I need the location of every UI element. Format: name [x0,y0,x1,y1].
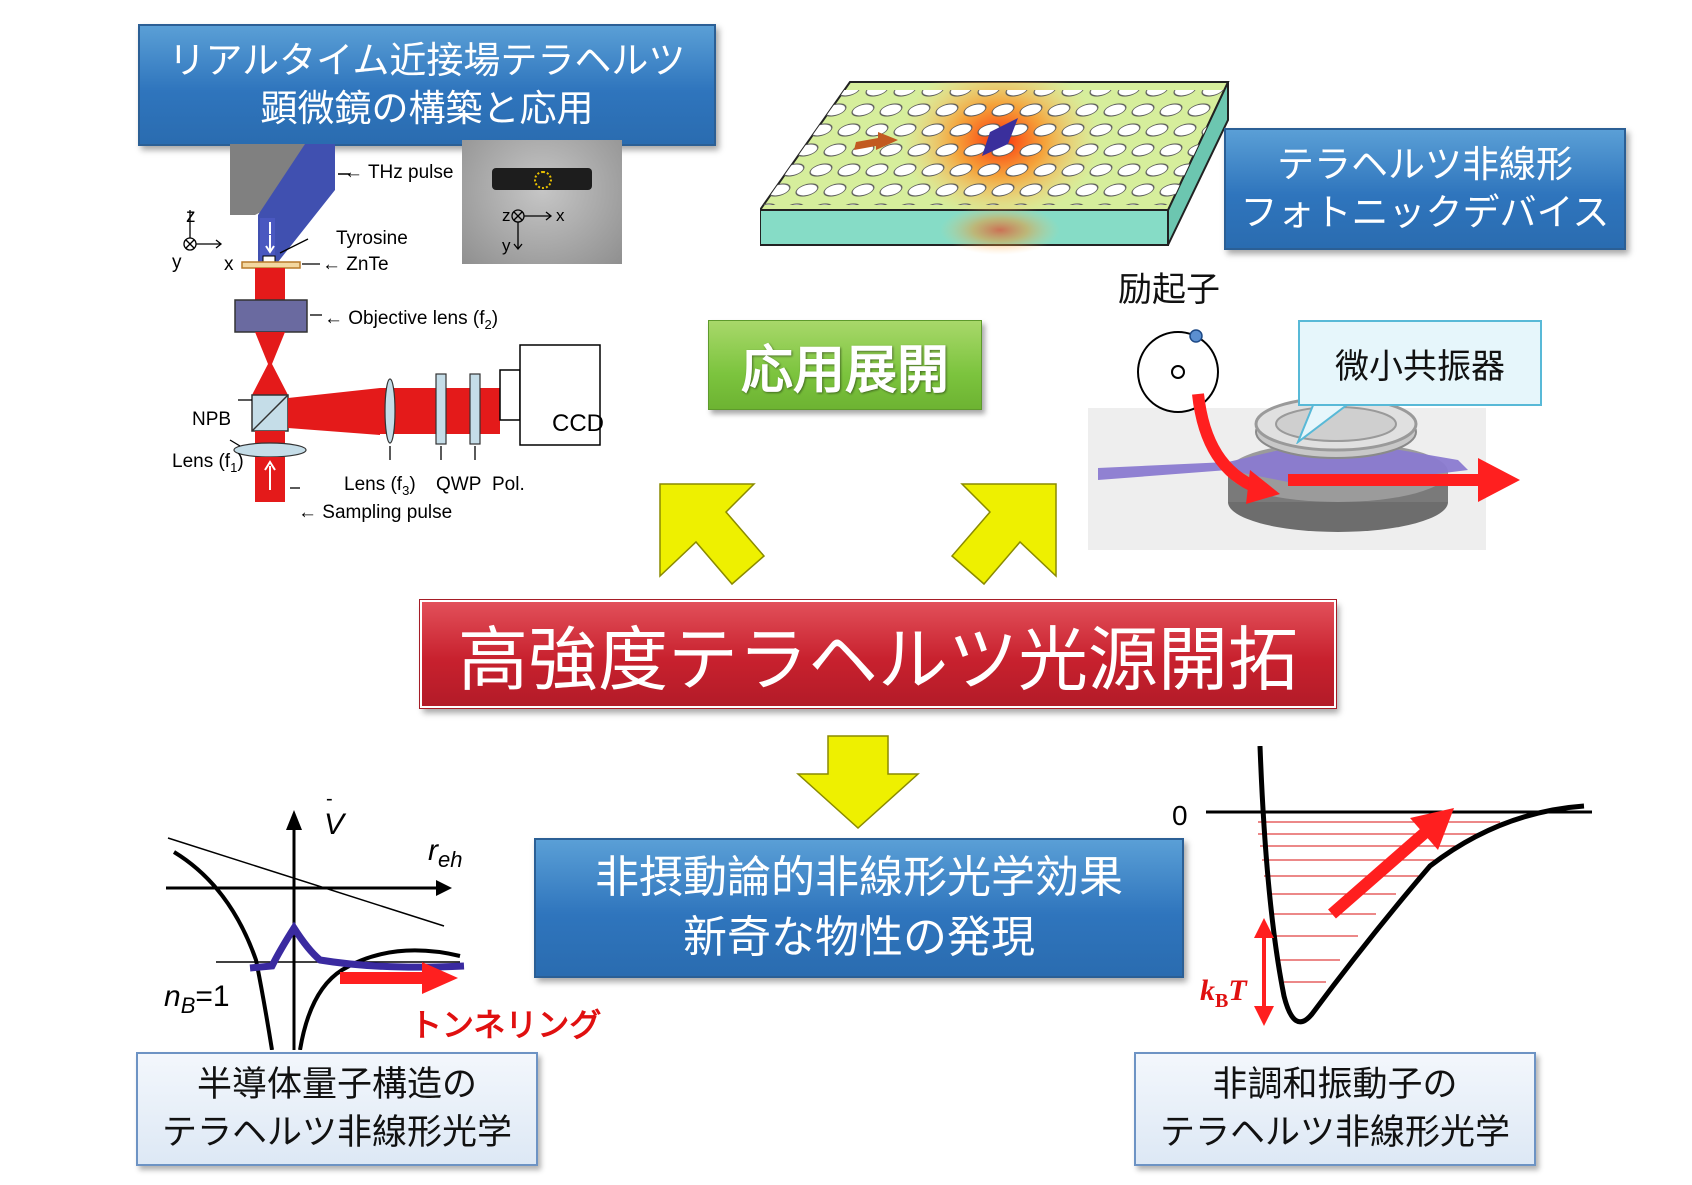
microresonator-diagram [1098,329,1520,532]
tunneling-arrow [340,972,426,984]
photonic-crystal-slab [760,81,1230,255]
output-arrow [1288,474,1488,486]
field-line [167,837,445,927]
exciton-potential-plot [166,810,465,1050]
anharmonic-box: 非調和振動子の テラヘルツ非線形光学 [1134,1052,1536,1166]
kbt-label: kBT [1200,974,1247,1012]
wavefunction [249,921,465,972]
qwp-plate [435,373,447,445]
semiconductor-line2: テラヘルツ非線形光学 [161,1113,512,1153]
exciton-core [1171,365,1185,379]
morse-curve [1257,746,1585,1025]
axis-x-label: x [224,254,234,275]
objective-lens [234,299,308,333]
energy-levels [1258,821,1500,983]
nonperturbative-box: 非摂動論的非線形光学効果 新奇な物性の発現 [534,838,1184,978]
lens-f1-label: Lens (f1) [172,451,244,475]
applications-label: 応用展開 [740,340,949,401]
semiconductor-box: 半導体量子構造の テラヘルツ非線形光学 [136,1052,538,1166]
tyrosine-label: Tyrosine [336,228,408,249]
resonator-callout: 微小共振器 [1298,320,1542,406]
ccd-label: CCD [552,410,604,437]
znte-label: ← ZnTe [322,254,389,275]
coulomb-left [172,850,274,1050]
fiber [1098,448,1468,482]
microscope-title-box: リアルタイム近接場テラヘルツ 顕微鏡の構築と応用 [138,24,716,146]
sample-spot [534,171,552,189]
photo-axis-y: y [502,236,511,255]
axis-z-label: z [186,206,196,227]
photonic-line2: フォトニックデバイス [1240,191,1610,234]
nonperturbative-line2: 新奇な物性の発現 [683,912,1035,963]
exciton-label: 励起子 [1118,270,1220,310]
ladder-arrow [1328,825,1432,919]
qwp-label: QWP [436,474,482,495]
npb-label: NPB [192,409,232,430]
thz-pulse-label: ← THz pulse [344,162,454,183]
coulomb-right [298,948,461,1050]
applications-box: 応用展開 [708,320,982,410]
photo-axes [511,209,553,251]
nonperturbative-line1: 非摂動論的非線形光学効果 [595,852,1123,903]
arrow-up-right [950,483,1057,586]
potential-r-label: reh [428,834,463,872]
znte-plate [241,261,301,269]
resonator-label: 微小共振器 [1335,346,1505,387]
zero-label: 0 [1172,800,1188,831]
polarizer [469,373,481,445]
anharmonic-potential-plot [1206,746,1592,1026]
potential-v-label: -V [324,788,345,841]
exciton-electron [1189,329,1203,343]
photo-axis-x: x [556,206,565,225]
thz-beam [258,144,335,262]
main-theme-box: 高強度テラヘルツ光源開拓 [419,599,1337,709]
pol-label: Pol. [492,474,525,495]
microscope-photo: z x y [462,140,622,264]
lens-f3 [384,378,396,444]
axis-triad [183,210,223,251]
lens-f3-label: Lens (f3) [344,474,416,498]
photonic-line1: テラヘルツ非線形 [1277,143,1573,186]
objective-lens-label: ← Objective lens (f2) [324,308,499,332]
semiconductor-line1: 半導体量子構造の [196,1065,477,1105]
anharmonic-line1: 非調和振動子の [1212,1065,1458,1105]
coupling-arrow [1192,393,1261,494]
arrow-down [796,735,920,830]
input-arrow [854,132,898,150]
arrow-up-left [659,483,766,586]
anharmonic-line2: テラヘルツ非線形光学 [1159,1113,1510,1153]
waveguide-defect [982,118,1018,156]
photo-axis-z: z [502,206,511,225]
ccd-box [519,344,601,446]
axis-y-label: y [172,252,182,273]
nb-label: nB=1 [164,980,230,1018]
lens-f1 [233,442,307,458]
tunneling-label: トンネリング [410,1006,602,1044]
sampling-pulse-label: ← Sampling pulse [298,502,453,523]
microscope-schematic [183,144,601,502]
main-theme-label: 高強度テラヘルツ光源開拓 [458,618,1298,701]
microscope-title-line1: リアルタイム近接場テラヘルツ [168,39,686,82]
photonic-device-box: テラヘルツ非線形 フォトニックデバイス [1224,128,1626,250]
microscope-title-line2: 顕微鏡の構築と応用 [260,87,594,130]
